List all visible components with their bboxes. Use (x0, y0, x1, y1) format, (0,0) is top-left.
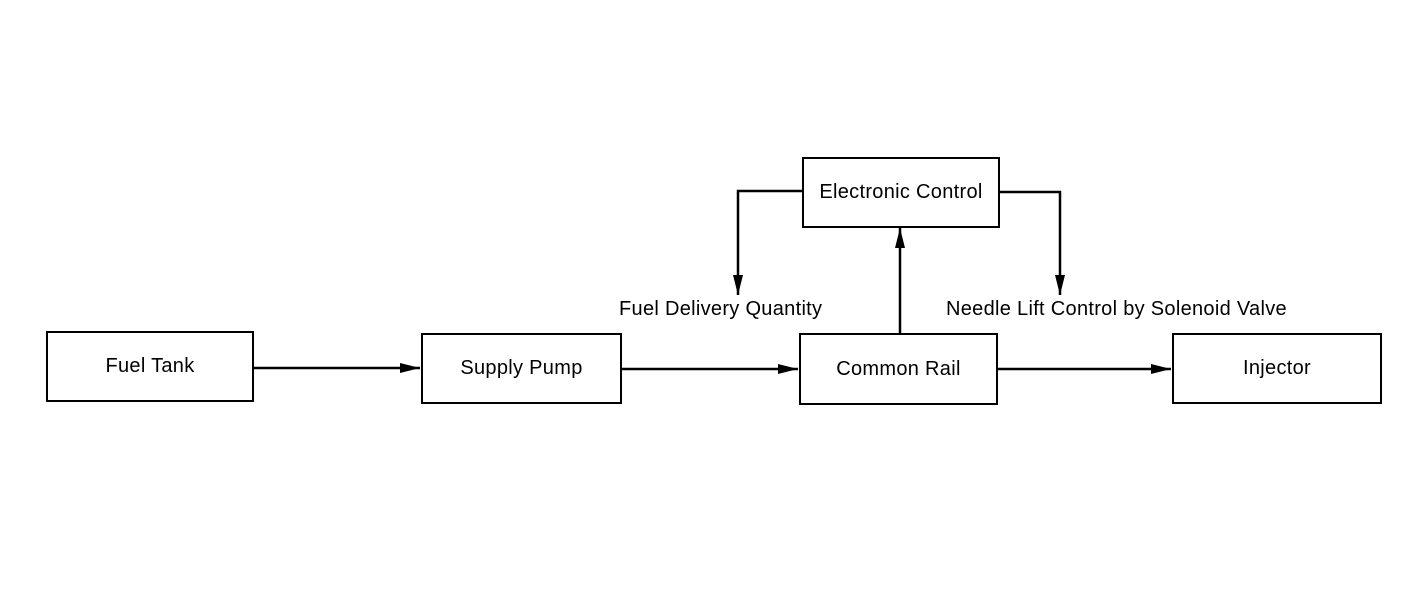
needle-lift-control-label: Needle Lift Control by Solenoid Valve (946, 298, 1287, 320)
supply-pump-label: Supply Pump (460, 357, 583, 379)
electronic-control-label: Electronic Control (819, 181, 983, 203)
common-rail-box: Common Rail (799, 333, 998, 405)
arrow-electronic-control-to-needle-lift (999, 190, 1065, 295)
fuel-tank-box: Fuel Tank (46, 331, 254, 402)
electronic-control-box: Electronic Control (802, 157, 1000, 228)
common-rail-label: Common Rail (836, 357, 961, 380)
injector-box: Injector (1172, 333, 1382, 404)
fuel-tank-label: Fuel Tank (105, 355, 195, 377)
injector-label: Injector (1243, 357, 1311, 379)
fuel-delivery-quantity-label: Fuel Delivery Quantity (619, 298, 823, 320)
supply-pump-box: Supply Pump (421, 333, 622, 404)
arrow-electronic-control-to-fuel-delivery (733, 189, 802, 295)
